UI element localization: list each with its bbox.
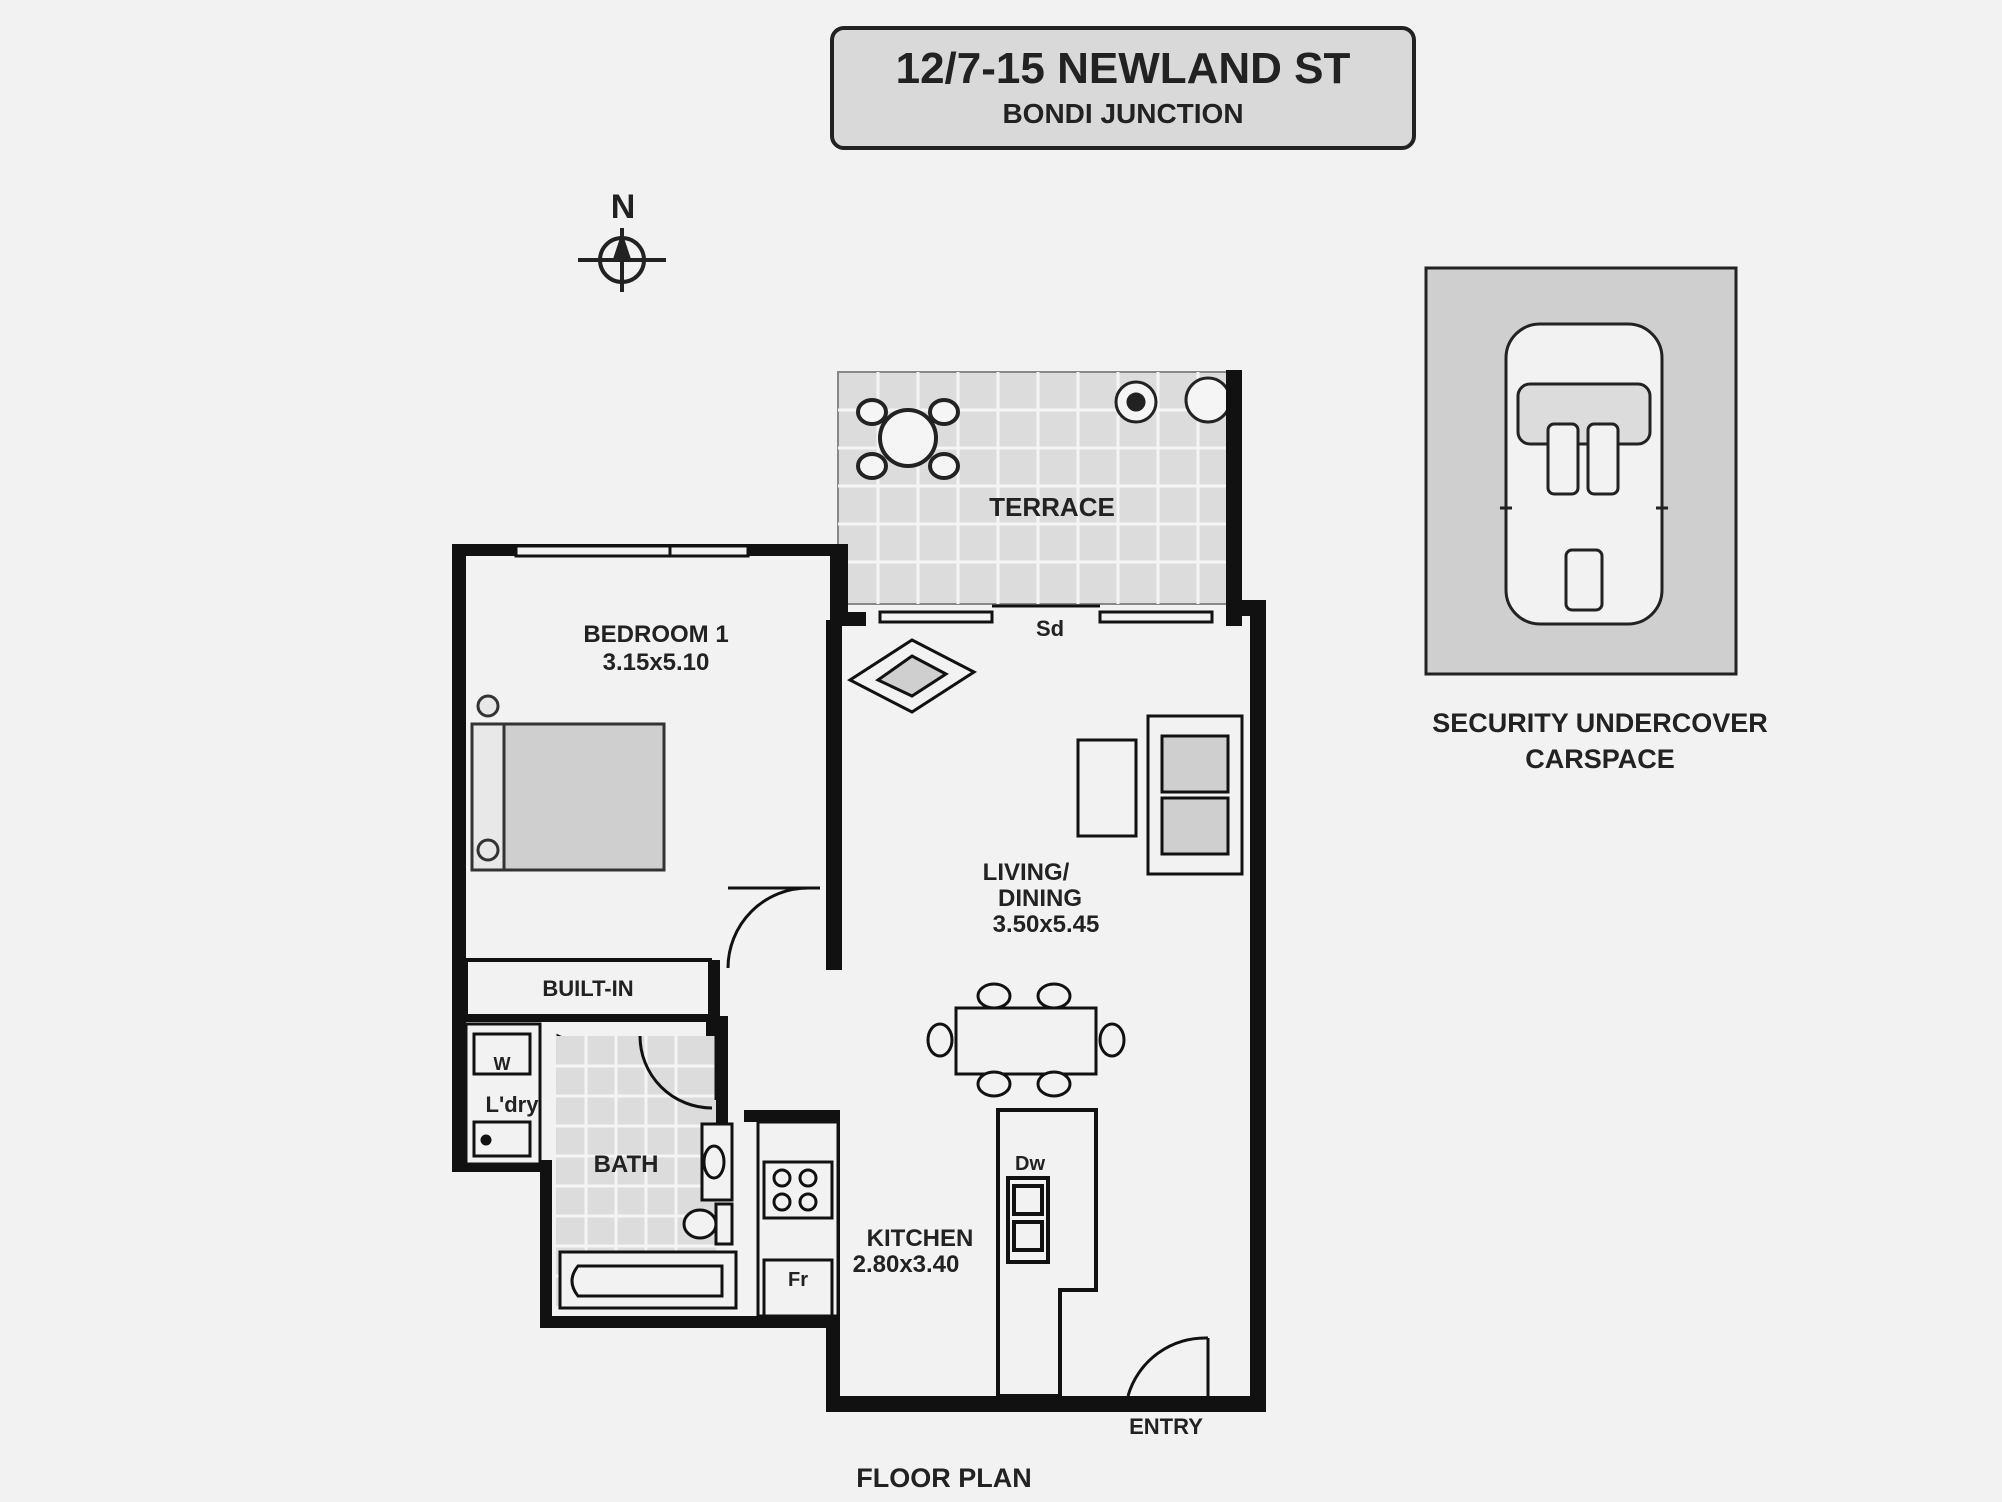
terrace-table-icon xyxy=(856,398,960,480)
builtin-label: BUILT-IN xyxy=(542,976,633,1001)
sofa-icon xyxy=(1076,714,1244,876)
bedroom-name: BEDROOM 1 xyxy=(583,621,728,648)
bed-icon xyxy=(470,694,666,872)
living-name-2: DINING xyxy=(998,885,1082,912)
entry-label: ENTRY xyxy=(1129,1414,1203,1439)
bathtub-icon xyxy=(558,1250,738,1310)
bedroom-size: 3.15x5.10 xyxy=(603,649,710,676)
kitchen-island xyxy=(996,1108,1098,1398)
carspace-line-2: CARSPACE xyxy=(1525,744,1675,774)
terrace-area: TERRACE xyxy=(837,371,1239,605)
dishwasher-label: Dw xyxy=(1015,1153,1045,1175)
bath-label: BATH xyxy=(594,1151,659,1178)
laundry-label: L'dry xyxy=(486,1092,540,1117)
fridge-space xyxy=(762,1258,834,1318)
sliding-door xyxy=(878,604,1214,624)
toilet-icon xyxy=(682,1202,734,1246)
car-icon xyxy=(1500,322,1668,626)
kitchen-size: 2.80x3.40 xyxy=(853,1251,960,1278)
coffee-table-icon xyxy=(847,638,977,714)
kitchen-name: KITCHEN xyxy=(867,1225,974,1252)
floor-plan-caption: FLOOR PLAN xyxy=(856,1463,1032,1493)
entry-door-icon xyxy=(1126,1336,1210,1397)
living-name: LIVING/ xyxy=(983,859,1070,886)
fridge-label: Fr xyxy=(788,1269,808,1291)
suburb-subtitle: BONDI JUNCTION xyxy=(1002,98,1243,129)
bedroom-door-icon xyxy=(726,886,820,969)
bathroom-area: BATH xyxy=(556,1035,738,1310)
bathroom-door-icon xyxy=(638,1035,718,1110)
dining-table-icon xyxy=(926,982,1126,1098)
cooktop-icon xyxy=(762,1160,834,1220)
carspace: SECURITY UNDERCOVER CARSPACE xyxy=(1424,266,1768,774)
washer-label: W xyxy=(494,1054,511,1074)
north-label: N xyxy=(611,188,636,226)
living-size: 3.50x5.45 xyxy=(993,911,1100,938)
terrace-label: TERRACE xyxy=(989,492,1115,522)
sliding-door-label: Sd xyxy=(1036,616,1064,641)
address-title: 12/7-15 NEWLAND ST xyxy=(896,44,1351,93)
kitchen-area xyxy=(756,1120,840,1318)
address-header: 12/7-15 NEWLAND ST BONDI JUNCTION xyxy=(830,26,1416,150)
carspace-line-1: SECURITY UNDERCOVER xyxy=(1432,708,1768,738)
builtin-wardrobe xyxy=(464,958,712,1018)
plant-pot-icon xyxy=(1114,376,1232,424)
bedroom-window xyxy=(514,544,750,558)
north-compass-icon: N xyxy=(578,188,666,292)
vanity-basin-icon xyxy=(700,1122,734,1202)
